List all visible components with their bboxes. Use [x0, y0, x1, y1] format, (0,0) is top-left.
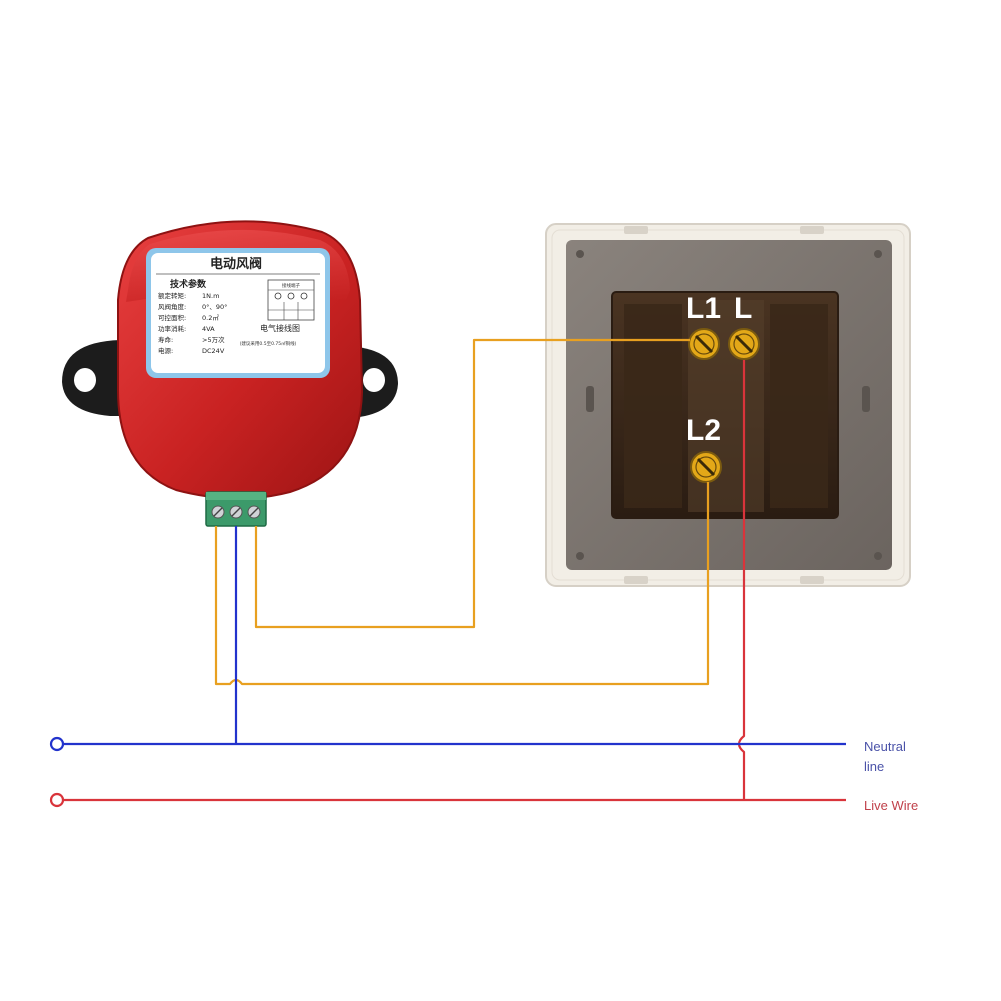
wire-control-to-l1 — [254, 338, 690, 629]
terminal-label-l: L — [734, 292, 752, 325]
actuator-terminal-block — [205, 491, 267, 527]
live-wire-label: Live Wire — [864, 798, 918, 813]
terminal-l2-screw — [690, 451, 722, 483]
spec-label-3: 功率消耗: — [158, 324, 186, 333]
spec-label-2: 可控面积: — [158, 313, 186, 322]
wiring-box: 接线端子 — [267, 279, 315, 321]
damper-actuator: 电动风阀 技术参数 额定转矩: 1N.m 风阀角度: 0°、90° 可控面积: 0.2㎡功… — [62, 220, 398, 527]
actuator-title: 电动风阀 — [210, 256, 262, 272]
spec-value-4: >5万次 — [202, 335, 225, 344]
wiring-box-title: 接线端子 — [282, 282, 300, 289]
spec-heading: 技术参数 — [170, 278, 207, 290]
spec-value-2: 0.2㎡ — [202, 313, 219, 322]
spec-label-0: 额定转矩: — [158, 291, 186, 300]
spec-label-4: 寿命: — [158, 335, 173, 344]
neutral-line-label: Neutral — [864, 739, 906, 754]
terminal-label-l2: L2 — [686, 414, 721, 447]
terminal-screw-2 — [229, 505, 243, 519]
wiring-heading: 电气接线图 — [260, 323, 300, 333]
mounting-ear-left — [62, 340, 128, 416]
terminal-l1-screw — [688, 328, 720, 360]
spec-value-0: 1N.m — [202, 292, 219, 300]
power-note: (建议采用0.5至0.75㎡铜线) — [240, 340, 297, 347]
spec-value-1: 0°、90° — [202, 303, 227, 311]
spec-label: 电动风阀 技术参数 额定转矩: 1N.m 风阀角度: 0°、90° 可控面积: 0.2㎡功… — [146, 248, 330, 378]
wall-switch: L1 L L2 — [545, 223, 911, 587]
neutral-line-terminal — [49, 736, 65, 752]
neutral-line-label-2: line — [864, 759, 884, 774]
wires — [49, 338, 846, 808]
live-line-terminal — [49, 792, 65, 808]
spec-label-1: 风阀角度: — [158, 302, 186, 311]
spec-label-5: 电源: — [158, 346, 173, 355]
spec-value-5: DC24V — [202, 347, 225, 355]
terminal-screw-1 — [211, 505, 225, 519]
terminal-label-l1: L1 — [686, 292, 721, 325]
spec-value-3: 4VA — [202, 325, 215, 333]
terminal-screw-3 — [247, 505, 261, 519]
terminal-l-screw — [728, 328, 760, 360]
